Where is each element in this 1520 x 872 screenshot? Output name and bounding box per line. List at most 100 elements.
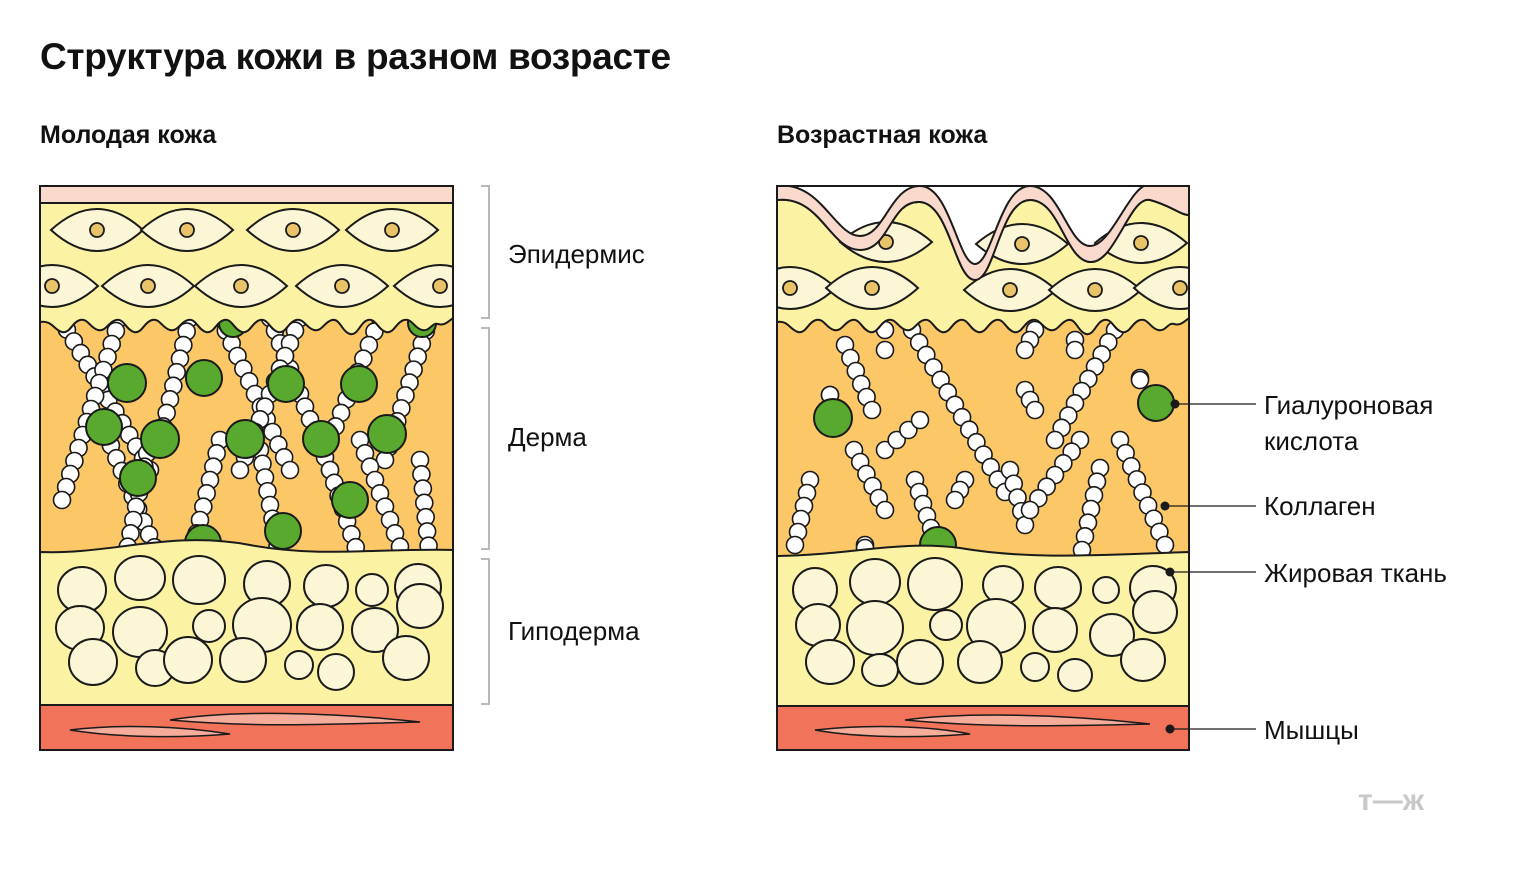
hyaluronic-acid-molecule <box>267 365 305 403</box>
hyaluronic-acid-molecule <box>185 359 223 397</box>
dermis-bracket <box>481 327 490 550</box>
collagen-bead <box>230 460 250 480</box>
hyaluronic-acid-molecule <box>107 363 147 403</box>
epidermis-cell <box>824 266 920 310</box>
collagen-fiber <box>844 440 895 520</box>
collagen-fiber <box>945 470 975 510</box>
hyaluronic-acid-molecule <box>367 414 407 454</box>
aged-collagen-layer <box>785 320 1175 564</box>
collagen-bead <box>862 400 882 420</box>
callout-hyaluronic-acid <box>1170 399 1256 409</box>
aged-skin-heading: Возрастная кожа <box>777 121 988 149</box>
collagen-fiber <box>1015 320 1045 360</box>
fat-cell <box>317 653 355 691</box>
fat-cell <box>982 565 1024 605</box>
collagen-bead <box>1015 340 1035 360</box>
aged-epidermis-cells <box>777 221 1189 312</box>
aged-muscle-fiber <box>904 714 1151 727</box>
epidermis-cell <box>193 264 289 308</box>
fat-cell <box>355 573 389 607</box>
fat-tissue-label: Жировая ткань <box>1264 558 1447 588</box>
fat-cell <box>284 650 314 680</box>
collagen-bead <box>875 500 895 520</box>
collagen-bead <box>1025 400 1045 420</box>
collagen-bead <box>52 490 72 510</box>
fat-cell <box>163 636 213 684</box>
epidermis-cell <box>344 208 440 252</box>
brand-logo-text: т—ж <box>1358 788 1425 816</box>
epidermis-cell-nucleus <box>334 278 350 294</box>
hyaluronic-acid-molecule <box>225 419 265 459</box>
epidermis-cell-nucleus <box>1172 280 1188 296</box>
collagen-fiber <box>1015 380 1045 420</box>
collagen-bead <box>785 535 805 555</box>
epidermis-cell-nucleus <box>89 222 105 238</box>
collagen-label: Коллаген <box>1264 491 1376 521</box>
callout-fat-tissue <box>1165 567 1256 577</box>
epidermis-cell-nucleus <box>233 278 249 294</box>
hyaluronic-acid-molecule <box>85 408 123 446</box>
epidermis-cell <box>40 264 100 308</box>
collagen-bead <box>887 430 906 450</box>
fat-cell <box>219 637 267 683</box>
epidermis-cell-body <box>40 264 100 308</box>
fat-cell <box>1020 652 1050 682</box>
fat-cell <box>1089 613 1135 657</box>
epidermis-cell-nucleus <box>384 222 400 238</box>
callout-muscle <box>1165 724 1256 734</box>
collagen-fiber <box>1110 430 1175 555</box>
hyaluronic-acid-molecule <box>813 398 853 438</box>
hyaluronic-acid-molecule <box>331 481 369 519</box>
fat-cell <box>382 635 430 681</box>
fat-cell <box>929 609 963 641</box>
aged-skin-block <box>777 186 1189 750</box>
epidermis-cell <box>139 208 235 252</box>
collagen-bead <box>1065 340 1085 360</box>
young-muscle-fiber <box>69 725 231 738</box>
hyaluronic-acid-label-line1: Гиалуроновая <box>1264 390 1434 420</box>
fat-cell <box>1132 590 1178 634</box>
epidermis-cell-nucleus <box>864 280 880 296</box>
fat-cell <box>1057 658 1093 692</box>
epidermis-label: Эпидермис <box>508 239 645 269</box>
fat-cell <box>68 638 118 686</box>
epidermis-cell-nucleus <box>1087 282 1103 298</box>
fat-cell <box>1034 566 1082 610</box>
collagen-fiber <box>1130 368 1150 390</box>
young-skin-heading: Молодая кожа <box>40 121 217 149</box>
epidermis-cell-nucleus <box>432 278 448 294</box>
collagen-bead <box>1130 370 1150 390</box>
collagen-bead <box>1020 500 1040 520</box>
fat-cell <box>1092 576 1120 604</box>
dermis-label: Дерма <box>508 422 587 452</box>
epidermis-cell <box>1132 266 1189 310</box>
epidermis-cell-body <box>1132 266 1189 310</box>
fat-cell <box>192 609 226 643</box>
collagen-bead <box>1045 430 1065 450</box>
fat-cell <box>1120 638 1166 682</box>
collagen-bead <box>910 410 930 430</box>
collagen-fiber <box>1045 320 1125 450</box>
hyaluronic-acid-molecule <box>340 365 378 403</box>
fat-cell <box>172 555 226 605</box>
epidermis-cell-nucleus <box>285 222 301 238</box>
epidermis-cell <box>245 208 341 252</box>
epidermis-cell <box>392 264 453 308</box>
hyaluronic-acid-molecule <box>302 420 340 458</box>
fat-cell <box>805 639 855 685</box>
muscle-label: Мышцы <box>1264 715 1359 745</box>
fat-cell <box>114 555 166 601</box>
collagen-fiber <box>835 335 882 420</box>
hyaluronic-acid-label-line2: кислота <box>1264 426 1359 456</box>
fat-cell <box>303 564 349 608</box>
collagen-bead <box>945 490 965 510</box>
collagen-bead <box>280 460 300 480</box>
collagen-fiber <box>1072 458 1110 560</box>
epidermis-cell-nucleus <box>1002 282 1018 298</box>
aged-muscle-fiber <box>814 725 971 738</box>
collagen-fiber <box>875 410 930 460</box>
aged-skin-outline <box>776 185 1190 751</box>
epidermis-cell-nucleus <box>1014 236 1030 252</box>
young-skin-block <box>40 186 453 750</box>
